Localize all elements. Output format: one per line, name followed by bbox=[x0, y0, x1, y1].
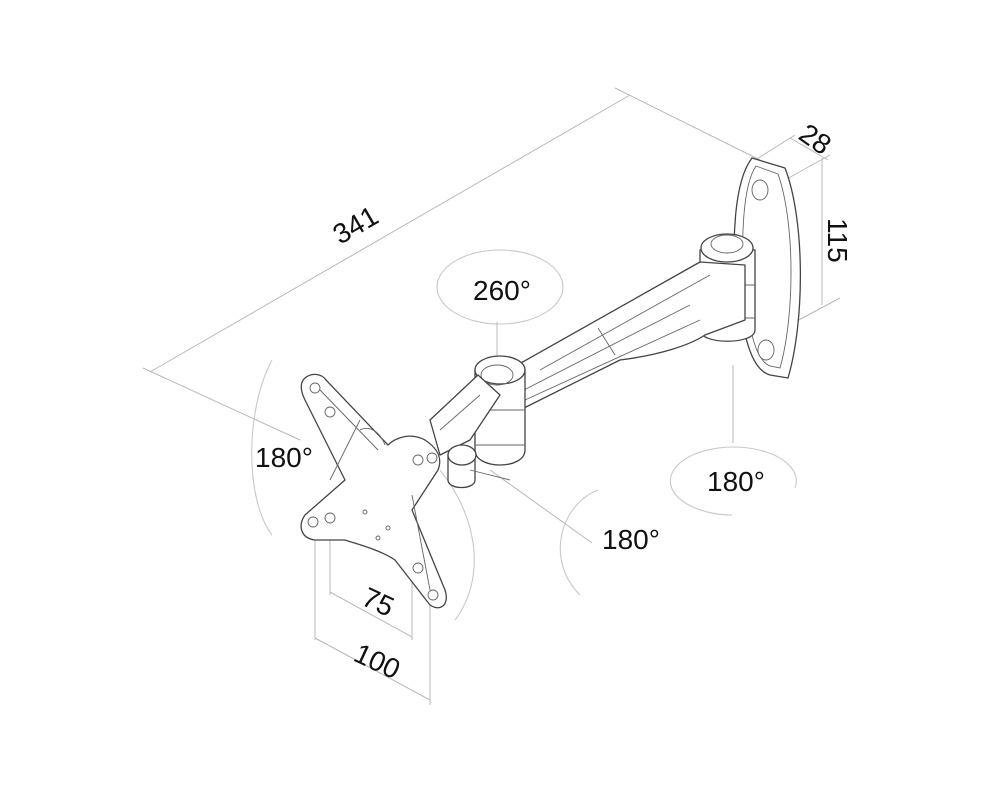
rotation-label-180-swivel: 180° bbox=[602, 524, 660, 555]
vesa-plate bbox=[300, 373, 447, 609]
dimension-label-115: 115 bbox=[822, 218, 853, 263]
front-arm bbox=[429, 374, 501, 456]
rotation-260: 260° bbox=[436, 249, 564, 362]
dimension-label-100: 100 bbox=[349, 637, 404, 685]
rotation-180-tilt: 180° bbox=[251, 359, 475, 621]
rotation-label-180-tilt: 180° bbox=[255, 442, 313, 473]
dimension-label-75: 75 bbox=[357, 581, 398, 622]
rotation-label-260: 260° bbox=[473, 275, 531, 306]
rotation-180-wall: 180° bbox=[669, 365, 797, 516]
rotation-180-swivel: 180° bbox=[489, 469, 660, 596]
tilt-knob bbox=[447, 444, 511, 489]
main-arm bbox=[499, 261, 746, 421]
dimension-label-28: 28 bbox=[794, 118, 837, 161]
vesa-holes bbox=[307, 382, 439, 601]
rotation-label-180-wall: 180° bbox=[707, 466, 765, 497]
